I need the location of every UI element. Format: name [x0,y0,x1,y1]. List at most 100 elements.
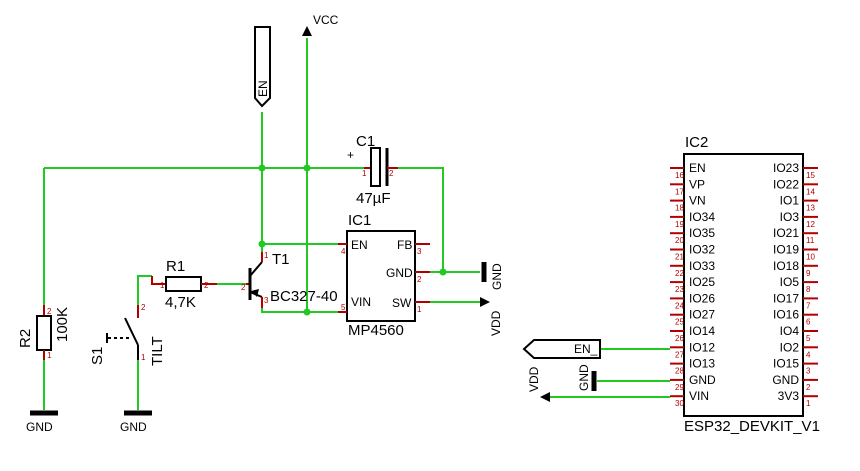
ic2-pin-num: 2 [806,383,811,392]
ic1-pin-num: 2 [417,275,422,284]
junction-dot [258,240,266,248]
ic2-pin-label: GND [772,373,799,387]
s1-pin1: 1 [141,353,146,362]
ic2-pin-label: IO5 [780,275,800,289]
gnd-label: GND [26,420,53,434]
ic2-pin-num: 18 [675,204,684,213]
ic1-mp4560: IC1 MP4560 EN 4 VIN 5 FB 3 GND 2 SW 1 [338,212,430,339]
ic2-pin-label: IO23 [773,161,799,175]
ic2-pin-num: 9 [806,269,811,278]
junction-dot [439,268,447,276]
ic1-pin-sw: SW [392,296,412,310]
ic2-pin-num: 14 [806,187,815,196]
t1-name: T1 [272,251,290,268]
ic1-pin-vin: VIN [351,295,371,309]
ic2-pin-label: IO33 [689,259,715,273]
resistor-r2: 2 1 R2 100K [17,305,71,360]
ic2-pin-num: 15 [806,171,815,180]
t1-pin3: 3 [264,296,269,305]
r1-value: 4,7K [165,294,196,311]
wire-switch-r1 [137,275,152,305]
gnd-label: GND [120,420,147,434]
ic2-pin-num: 8 [806,285,811,294]
ic2-pin-label: IO22 [773,177,799,191]
ic2-pin-label: VP [689,177,705,191]
ic2-pin-label: IO19 [773,243,799,257]
vdd-symbol-ic2: VDD [527,366,550,402]
en-net-flag: EN_ [522,339,601,359]
ic2-pin-label: IO16 [773,308,799,322]
ic2-pin-num: 24 [675,301,684,310]
ic2-pin-label: IO21 [773,226,799,240]
gnd-symbol-ic2: GND [577,364,597,391]
resistor-r1: 1 2 R1 4,7K [151,258,217,311]
r1-pin1: 1 [160,281,165,290]
ic2-name: IC2 [685,134,708,151]
vcc-symbol: VCC [302,13,339,36]
s1-pin2: 2 [141,303,146,312]
ic2-pin-label: IO13 [689,357,715,371]
junction-dot [303,164,311,172]
ic2-pin-label: IO17 [773,291,799,305]
ic2-pin-label: 3V3 [778,389,800,403]
ic2-pin-num: 29 [675,383,684,392]
r1-pin2: 2 [204,281,209,290]
ic2-pin-num: 17 [675,187,684,196]
ic2-pin-num: 25 [675,318,684,327]
ic2-pin-label: IO4 [780,324,800,338]
s1-value: TILT [149,336,166,366]
ic2-pin-num: 4 [806,350,811,359]
ic2-pin-num: 11 [806,236,815,245]
ic2-pin-label: IO25 [689,275,715,289]
ic2-pin-num: 27 [675,350,684,359]
ic2-pin-label: IO2 [780,340,800,354]
ic2-pin-num: 5 [806,334,811,343]
t1-value: BC327-40 [270,288,338,305]
ic1-value: MP4560 [348,322,404,339]
ic2-value: ESP32_DEVKIT_V1 [684,418,820,435]
ic2-pin-num: 1 [806,399,811,408]
transistor-t1: 1 2 3 T1 BC327-40 [241,251,338,308]
ic2-pin-num: 3 [806,367,811,376]
wire-c1-to-gnd [398,167,444,272]
ic2-pin-num: 30 [675,399,684,408]
ic2-pin-label: IO12 [689,340,715,354]
ic2-pin-label: IO14 [689,324,715,338]
ic2-pin-label: IO32 [689,243,715,257]
vcc-label: VCC [313,13,339,27]
r2-value: 100K [54,307,71,342]
ic1-name: IC1 [348,212,371,229]
ic2-pin-label: IO35 [689,226,715,240]
gnd-symbol-ic1: GND [481,262,504,290]
t1-pin2: 2 [241,283,246,292]
gnd-label: GND [490,263,504,290]
c1-name: C1 [356,133,375,150]
c1-value: 47µF [356,190,391,207]
r2-name: R2 [17,329,34,348]
vdd-label: VDD [527,366,541,392]
ic2-pin-num: 6 [806,318,811,327]
ic2-pin-num: 20 [675,236,684,245]
ic2-pin-num: 12 [806,220,815,229]
s1-name: S1 [89,347,106,365]
t1-pin1: 1 [264,251,269,260]
ic1-pin-num: 1 [417,305,422,314]
r2-pin1: 1 [47,351,52,360]
ic1-pin-fb: FB [397,238,412,252]
ic2-pin-label: GND [689,373,716,387]
c1-pin1: 1 [362,169,367,178]
ic1-pin-gnd: GND [386,266,413,280]
ic2-pin-num: 19 [675,220,684,229]
ic1-pin-num: 3 [417,247,422,256]
gnd-symbol-r2: GND [26,410,58,434]
ic2-pin-num: 7 [806,301,811,310]
ic2-pin-label: IO1 [780,194,800,208]
en-port: EN [254,26,271,108]
ic2-pin-label: IO34 [689,210,715,224]
vdd-label: VDD [489,310,503,336]
r1-name: R1 [166,258,185,275]
ic2-pin-num: 10 [806,253,815,262]
ic2-pin-label: IO27 [689,308,715,322]
junction-dot [303,308,311,316]
